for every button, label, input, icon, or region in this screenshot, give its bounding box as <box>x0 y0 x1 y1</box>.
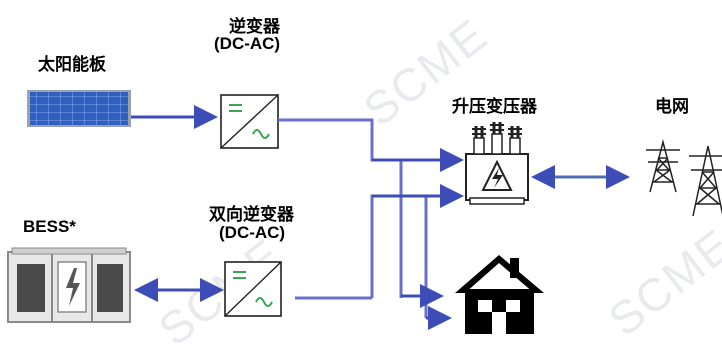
inverter-subtitle: (DC-AC) <box>214 34 281 53</box>
solar-panel <box>27 90 131 127</box>
power-flow-lines <box>131 115 457 320</box>
flow-arrows <box>131 105 630 330</box>
house-icon <box>455 255 544 334</box>
transformer-icon <box>465 122 529 205</box>
solar-panel-label: 太阳能板 <box>38 55 106 74</box>
inverter-icon <box>220 94 279 149</box>
bidirectional-inverter-subtitle: (DC-AC) <box>219 223 286 242</box>
diagram-canvas <box>7 90 722 334</box>
inverter-title: 逆变器 <box>229 17 280 36</box>
bidirectional-inverter-title: 双向逆变器 <box>209 205 294 224</box>
bess-cabinet-icon <box>7 247 131 323</box>
bess-label: BESS* <box>23 217 76 236</box>
bidirectional-inverter-icon <box>224 261 282 317</box>
grid-label: 电网 <box>655 97 689 116</box>
energy-system-diagram: SCME SCME SCME <box>7 8 722 356</box>
grid-tower-icon <box>646 139 722 217</box>
transformer-label: 升压变压器 <box>452 97 537 116</box>
